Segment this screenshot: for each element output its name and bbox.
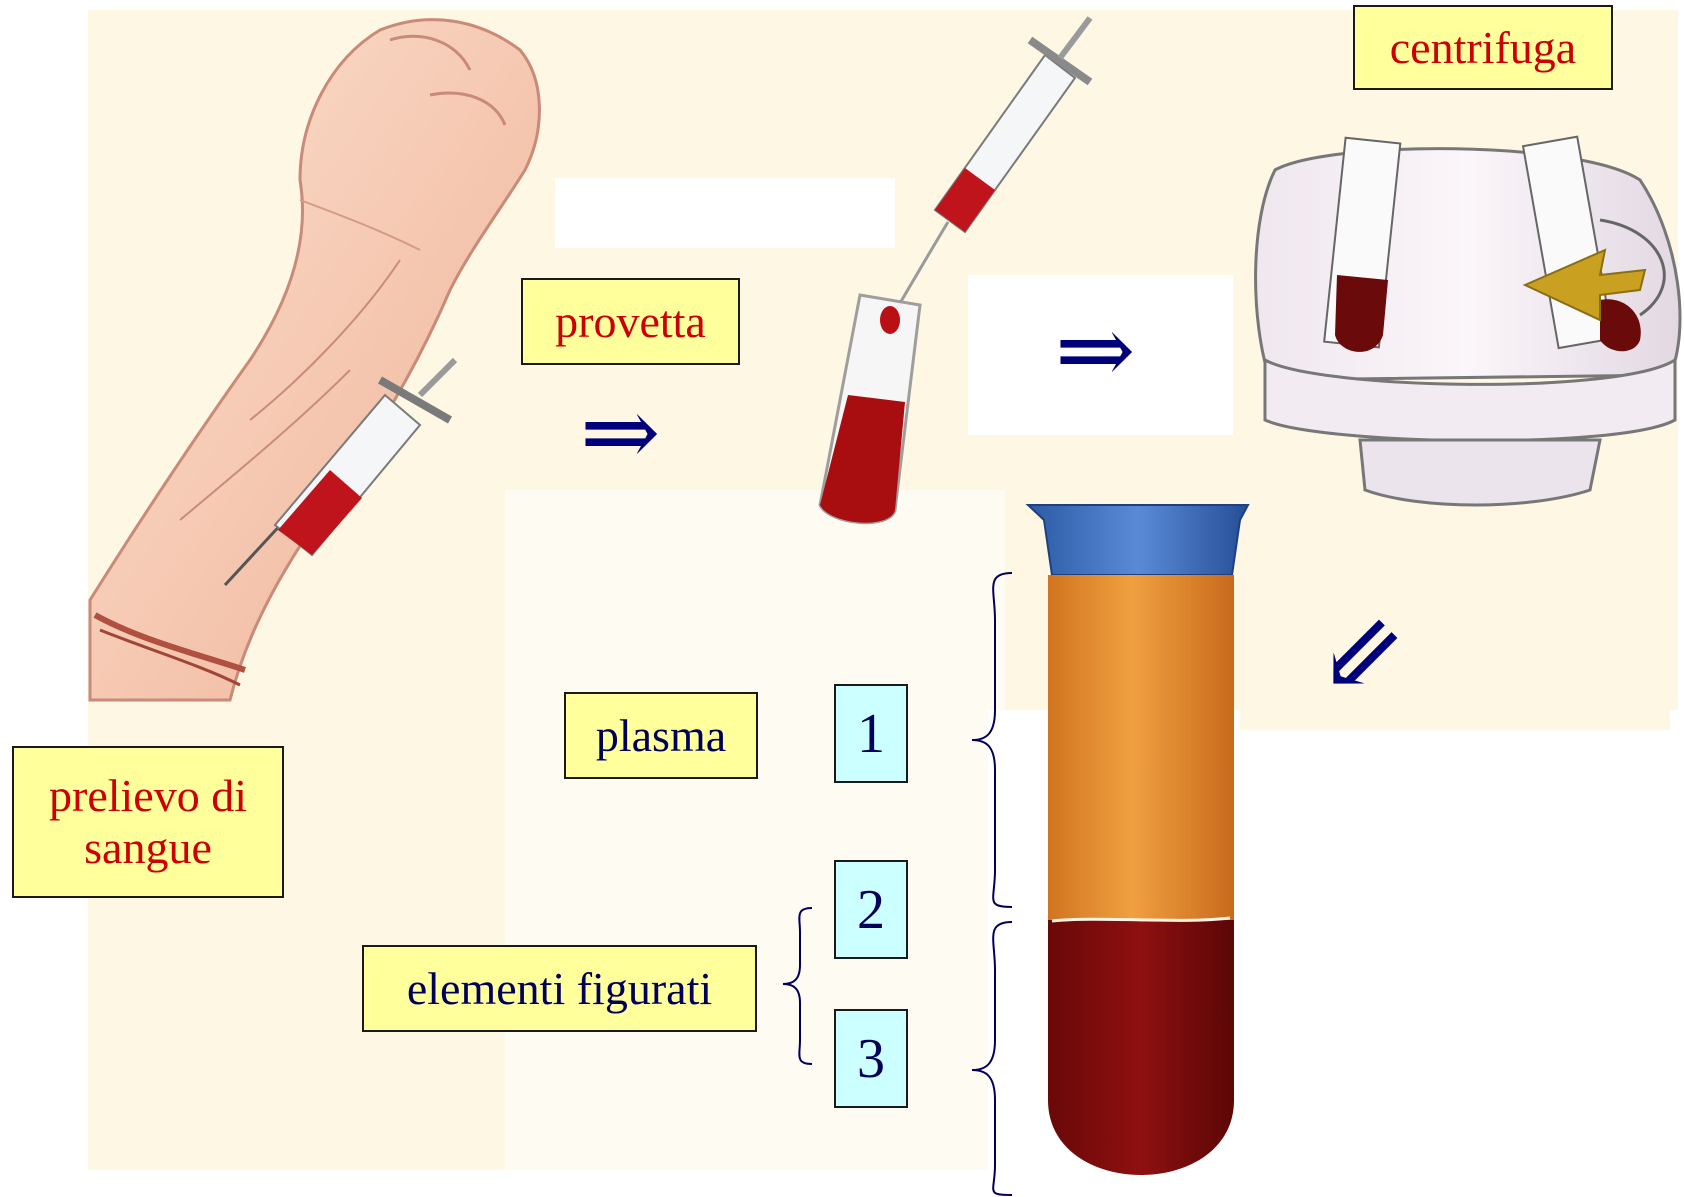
number-box-2: 2 bbox=[834, 860, 908, 959]
centrifuged-tube-illustration bbox=[1028, 505, 1248, 1175]
syringe-and-tube-illustration bbox=[820, 18, 1090, 523]
arrow-to-tube: ⇒ bbox=[580, 385, 660, 481]
number-box-1: 1 bbox=[834, 684, 908, 783]
background-gap bbox=[505, 490, 1005, 1170]
label-test-tube: provetta bbox=[521, 278, 740, 365]
arrow-to-centrifuge: ⇒ bbox=[1055, 303, 1135, 399]
background-gap bbox=[555, 178, 895, 248]
label-blood-draw: prelievo di sangue bbox=[12, 746, 284, 898]
arm-illustration bbox=[90, 20, 539, 700]
formed-elements-layer bbox=[1048, 920, 1234, 1175]
label-plasma: plasma bbox=[564, 692, 758, 779]
plasma-layer bbox=[1048, 575, 1234, 920]
label-formed-elements: elementi figurati bbox=[362, 945, 757, 1032]
label-centrifuge: centrifuga bbox=[1353, 5, 1613, 90]
number-box-3: 3 bbox=[834, 1009, 908, 1108]
buffy-coat-line bbox=[1052, 918, 1230, 921]
arrow-to-result: ⇙ bbox=[1318, 603, 1405, 707]
centrifuge-illustration bbox=[1256, 137, 1680, 505]
